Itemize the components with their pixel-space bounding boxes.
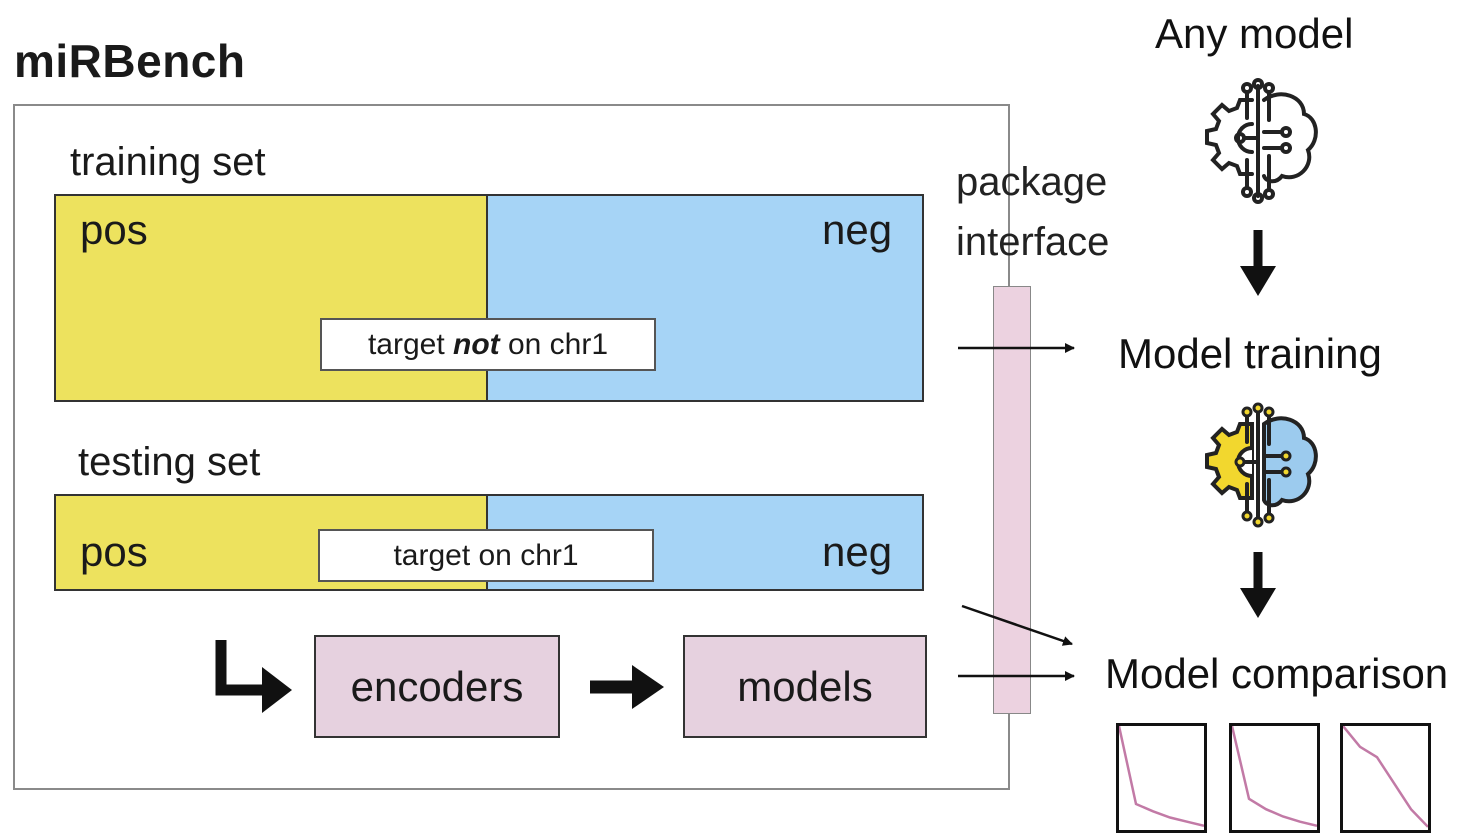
comparison-plot-3-svg bbox=[1342, 725, 1429, 828]
comparison-plot-2 bbox=[1229, 723, 1320, 833]
comparison-curve-3 bbox=[1342, 725, 1429, 828]
comparison-curve-1 bbox=[1117, 725, 1205, 828]
comparison-plot-1 bbox=[1116, 723, 1207, 833]
training-pos-label: pos bbox=[80, 206, 148, 253]
comparison-curve-2 bbox=[1230, 725, 1318, 828]
testing-neg-label: neg bbox=[822, 528, 893, 575]
training-note-post: on chr1 bbox=[499, 327, 609, 361]
package-interface-label-line2: interface bbox=[956, 220, 1110, 264]
model-training-label: Model training bbox=[1118, 330, 1382, 377]
comparison-plot-1-svg bbox=[1117, 725, 1205, 828]
comparison-plot-2-svg bbox=[1230, 725, 1318, 828]
ai-brain-outline-icon bbox=[1205, 78, 1318, 204]
model-comparison-label: Model comparison bbox=[1105, 650, 1449, 697]
training-neg-label: neg bbox=[822, 206, 893, 253]
training-note-pre: target bbox=[367, 327, 453, 361]
training-set-label: training set bbox=[70, 140, 266, 184]
testing-note: target on chr1 bbox=[318, 529, 654, 582]
training-note: target not on chr1 bbox=[320, 318, 656, 371]
comparison-plot-3 bbox=[1340, 723, 1431, 833]
any-model-label: Any model bbox=[1155, 10, 1354, 57]
encoders-to-models-arrow bbox=[590, 665, 664, 709]
package-interface-label-line1: package bbox=[956, 160, 1108, 204]
testing-to-encoders-arrow bbox=[215, 640, 292, 713]
testing-to-model-comparison-arrow bbox=[961, 604, 1073, 646]
testing-set-label: testing set bbox=[78, 440, 261, 484]
diagram-title: miRBench bbox=[14, 35, 246, 87]
models-box: models bbox=[683, 635, 927, 738]
ai-brain-color-icon bbox=[1205, 402, 1318, 528]
encoders-box: encoders bbox=[314, 635, 560, 738]
any-model-down-arrow bbox=[1240, 230, 1276, 296]
training-down-arrow bbox=[1240, 552, 1276, 618]
testing-pos-label: pos bbox=[80, 528, 148, 575]
training-note-emphasis: not bbox=[453, 327, 500, 361]
package-interface-bar bbox=[993, 286, 1031, 714]
